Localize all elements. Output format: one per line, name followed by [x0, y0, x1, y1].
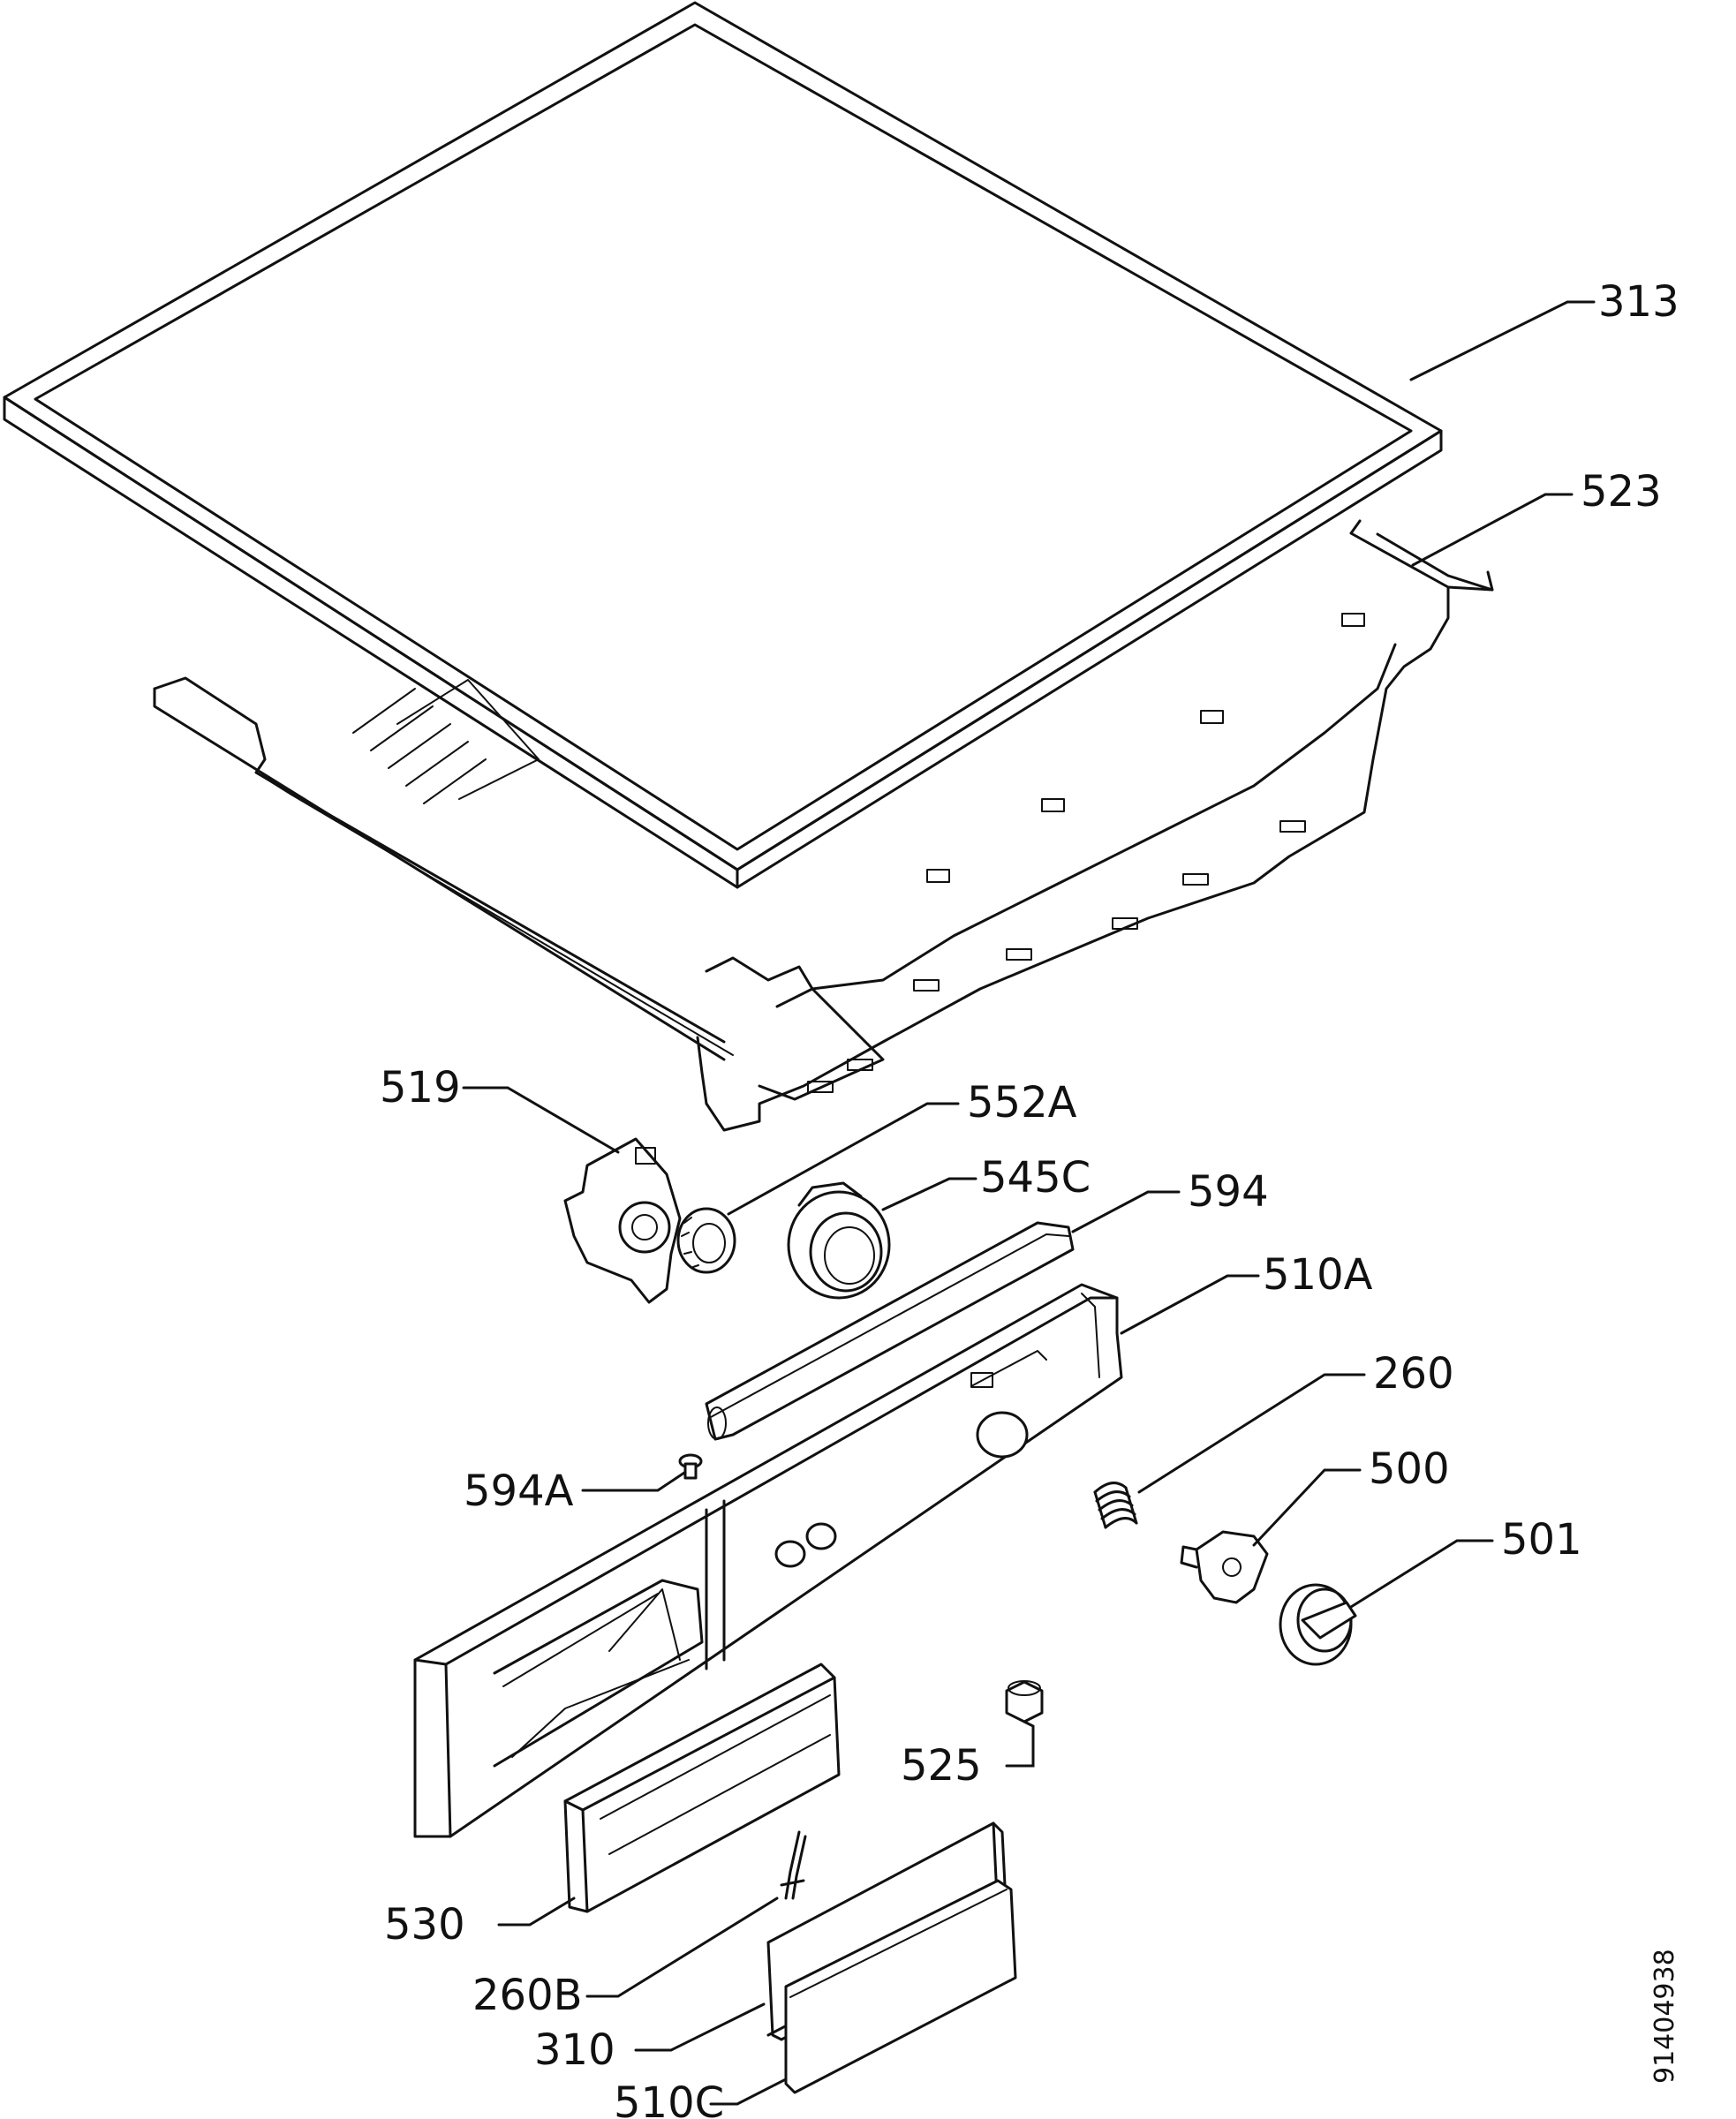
leader-510C	[709, 2078, 788, 2106]
label-313: 313	[1598, 277, 1679, 327]
leader-552A	[727, 1102, 960, 1216]
leader-594A	[581, 1471, 686, 1492]
label-510C: 510C	[614, 2078, 724, 2119]
part-552A-ring	[676, 1207, 736, 1274]
leader-530	[497, 1897, 576, 1927]
part-260B-clip	[780, 1830, 807, 1900]
label-510A: 510A	[1263, 1250, 1373, 1300]
part-530-handle	[563, 1663, 841, 1913]
leader-260B	[585, 1897, 779, 1998]
leader-260	[1137, 1373, 1366, 1494]
document-number: 91404938	[1649, 1949, 1680, 2084]
label-545C: 545C	[980, 1153, 1091, 1203]
leader-lines	[462, 300, 1596, 2106]
label-501: 501	[1501, 1515, 1582, 1565]
leader-500	[1252, 1468, 1362, 1547]
part-260-spring	[1093, 1482, 1138, 1529]
leader-510A	[1120, 1274, 1260, 1335]
part-313-worktop	[3, 1, 1443, 889]
part-594A-screw	[678, 1453, 703, 1480]
leader-523	[1411, 493, 1574, 567]
label-523: 523	[1581, 467, 1662, 517]
part-525-button	[1005, 1680, 1044, 1723]
label-310: 310	[534, 2025, 615, 2075]
leader-594	[1071, 1190, 1181, 1233]
label-500: 500	[1369, 1444, 1450, 1494]
part-594-strip	[705, 1221, 1075, 1441]
label-260: 260	[1373, 1349, 1454, 1399]
part-523-frame	[153, 519, 1494, 1132]
label-519: 519	[380, 1063, 461, 1112]
label-260B: 260B	[472, 1971, 583, 2020]
part-510C-cover	[784, 1879, 1017, 2094]
part-501-knob	[1279, 1583, 1357, 1666]
label-525: 525	[901, 1741, 982, 1791]
part-545C-bearing	[787, 1181, 891, 1300]
leader-519	[462, 1086, 620, 1154]
leader-501	[1349, 1539, 1494, 1609]
label-594A: 594A	[464, 1467, 574, 1516]
callout-labels: 313 523 519 552A 545C 594 510A 260 594A …	[380, 277, 1679, 2119]
leader-545C	[881, 1177, 977, 1211]
part-500-switch	[1180, 1530, 1269, 1604]
leader-525	[1005, 1720, 1035, 1768]
label-530: 530	[384, 1900, 465, 1949]
label-552A: 552A	[967, 1078, 1077, 1127]
label-594: 594	[1188, 1167, 1269, 1217]
leader-313	[1409, 300, 1596, 381]
part-510A-panel	[413, 1283, 1123, 1838]
part-519-bracket	[563, 1137, 682, 1304]
leader-310	[634, 2002, 766, 2052]
